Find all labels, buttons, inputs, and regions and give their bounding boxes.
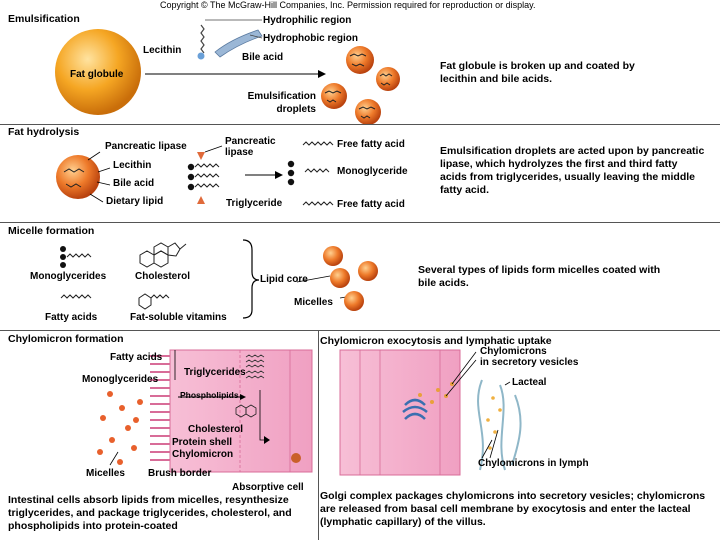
micelle-brace xyxy=(242,239,260,319)
free-fatty-acid-molecule xyxy=(302,141,334,146)
monoglyceride-molecule xyxy=(287,160,330,186)
droplets-label-2: droplets xyxy=(276,104,316,115)
divider xyxy=(0,330,720,331)
monoglyceride-molecule xyxy=(60,246,92,268)
hydrolysis-description: Emulsification droplets are acted upon b… xyxy=(440,145,705,197)
dietary-lipid-label: Dietary lipid xyxy=(106,196,164,207)
panel-title-fat-hydrolysis: Fat hydrolysis xyxy=(8,126,80,138)
cholesterol-molecule xyxy=(139,242,187,268)
panel-title-emulsification: Emulsification xyxy=(8,13,80,25)
hydrolysis-droplet xyxy=(56,155,100,199)
hydrophobic-label: Hydrophobic region xyxy=(263,33,358,44)
free-fatty-acid-label-bottom: Free fatty acid xyxy=(337,199,405,210)
emulsification-description: Fat globule is broken up and coated by l… xyxy=(440,60,635,86)
vitamin-molecule xyxy=(138,293,170,310)
pancreatic-lipase-label: Pancreatic lipase xyxy=(105,141,187,152)
chylomicrons-vesicles-label-2: in secretory vesicles xyxy=(480,357,579,368)
fatty-acids-label: Fatty acids xyxy=(110,352,163,363)
chylomicron-ball xyxy=(291,453,301,463)
micelles-label: Micelles xyxy=(86,468,125,479)
cholesterol-label: Cholesterol xyxy=(188,424,244,435)
lipid-core-label: Lipid core xyxy=(260,274,308,285)
droplets-label-1: Emulsification xyxy=(247,91,316,102)
panel-title-exocytosis: Chylomicron exocytosis and lymphatic upt… xyxy=(320,335,552,347)
exocytosis-description: Golgi complex packages chylomicrons into… xyxy=(320,490,706,529)
micelle-ball xyxy=(358,261,378,281)
lacteal-shape xyxy=(477,379,522,471)
panel-title-chylomicron-formation: Chylomicron formation xyxy=(8,333,124,345)
bile-acid-label: Bile acid xyxy=(242,52,284,63)
micelle-description: Several types of lipids form micelles co… xyxy=(418,264,661,290)
villus-cells-shape xyxy=(339,349,461,476)
monoglyceride-label: Monoglyceride xyxy=(337,166,408,177)
lecithin-molecule xyxy=(200,24,205,54)
triglycerides-label: Triglycerides xyxy=(184,367,246,378)
emulsification-droplet xyxy=(355,99,381,125)
pancreatic-lipase-label-1: Pancreatic xyxy=(225,136,276,147)
lecithin-label: Lecithin xyxy=(113,160,152,171)
cholesterol-label: Cholesterol xyxy=(135,271,191,282)
phospholipids-label: Phospholipids xyxy=(180,390,239,400)
chylomicron-label: Chylomicron xyxy=(172,449,234,460)
divider xyxy=(0,222,720,223)
copyright-notice: Copyright © The McGraw-Hill Companies, I… xyxy=(160,0,536,10)
protein-shell-label: Protein shell xyxy=(172,437,233,448)
micelles-label: Micelles xyxy=(294,297,333,308)
free-fatty-acid-molecule xyxy=(302,201,334,206)
triglyceride-label: Triglyceride xyxy=(226,198,283,209)
micelle-ball xyxy=(323,246,343,266)
chylomicron-formation-description: Intestinal cells absorb lipids from mice… xyxy=(8,494,292,533)
divider-vertical xyxy=(318,330,319,540)
lacteal-label: Lacteal xyxy=(512,377,547,388)
brush-border-label: Brush border xyxy=(148,468,212,479)
absorptive-cell-shape xyxy=(169,349,313,473)
chylomicrons-in-lymph-label: Chylomicrons in lymph xyxy=(478,458,589,469)
divider xyxy=(0,124,720,125)
micelle-dot xyxy=(97,391,143,465)
lecithin-label: Lecithin xyxy=(143,45,182,56)
emulsification-droplet xyxy=(376,67,400,91)
fatty-acids-label: Fatty acids xyxy=(45,312,98,323)
pancreatic-lipase-label-2: lipase xyxy=(225,147,254,158)
micelle-ball xyxy=(344,291,364,311)
fat-globule-label: Fat globule xyxy=(70,69,124,80)
cholesterol-molecule xyxy=(235,404,257,418)
free-fatty-acid-label-top: Free fatty acid xyxy=(337,139,405,150)
emulsification-droplet xyxy=(346,46,374,74)
micelle-ball xyxy=(330,268,350,288)
fat-globule-shape xyxy=(55,29,141,115)
brush-border xyxy=(150,355,170,461)
monoglycerides-label: Monoglycerides xyxy=(82,374,159,385)
chylomicrons-vesicles-label-1: Chylomicrons xyxy=(480,346,547,357)
golgi-complex xyxy=(402,398,428,420)
monoglycerides-label: Monoglycerides xyxy=(30,271,107,282)
fat-soluble-vitamins-label: Fat-soluble vitamins xyxy=(130,312,227,323)
bile-acid-molecule xyxy=(214,29,263,58)
panel-title-micelle-formation: Micelle formation xyxy=(8,225,95,237)
triglyceride-molecule xyxy=(187,163,220,191)
hydrophilic-label: Hydrophilic region xyxy=(263,15,352,26)
absorptive-cell-label: Absorptive cell xyxy=(232,482,304,493)
fatty-acid-molecule xyxy=(60,294,92,299)
emulsification-droplet xyxy=(321,83,347,109)
bile-acid-label: Bile acid xyxy=(113,178,155,189)
